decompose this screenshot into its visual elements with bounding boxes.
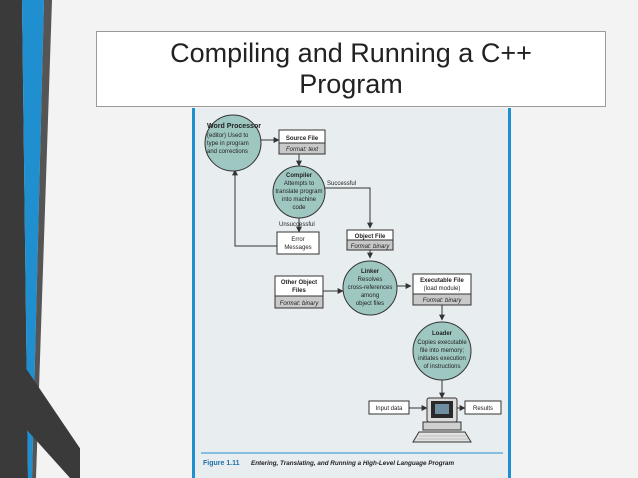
- loader-line-4: initiates execution: [418, 356, 466, 362]
- linker-line-2: Resolves: [358, 277, 383, 283]
- input-data-node: Input data: [368, 400, 410, 415]
- keyboard-icon: [412, 431, 472, 443]
- title-line-1: Compiling and Running a C++: [170, 38, 532, 68]
- computer-icon: [412, 397, 472, 443]
- object-file-format-band: [346, 239, 394, 251]
- unsuccessful-label: Unsuccessful: [279, 222, 315, 228]
- results-node: Results: [464, 400, 502, 415]
- compiler-line-4: into machine: [282, 197, 317, 203]
- object-file-format: Format: binary: [351, 244, 391, 250]
- loader-node: Loader Copies executable file into memor…: [412, 321, 472, 381]
- executable-file-subtitle: (load module): [424, 286, 461, 292]
- results-label: Results: [473, 406, 493, 412]
- stripe-gray: [32, 0, 52, 478]
- loader-title: Loader: [432, 331, 453, 337]
- wp-line-4: and corrections: [207, 149, 248, 155]
- stripe-corner: [0, 330, 80, 478]
- error-line-2: Messages: [284, 245, 311, 251]
- error-messages-node: Error Messages: [276, 231, 320, 255]
- object-file-node: Object File Format: binary: [346, 229, 394, 251]
- arrow-errors-to-wp: [232, 169, 277, 247]
- source-file-title: Source File: [286, 136, 319, 142]
- error-messages-box: [276, 231, 320, 255]
- stripe-blue: [22, 0, 44, 478]
- executable-file-format-band: [412, 293, 472, 306]
- wp-line-2: (editor) Used to: [207, 133, 249, 139]
- compiler-line-3: translate program: [275, 189, 322, 195]
- executable-file-title: Executable File: [420, 278, 464, 284]
- figure-caption-label: Figure 1.11: [203, 460, 240, 467]
- executable-file-node: Executable File (load module) Format: bi…: [412, 273, 472, 306]
- other-object-title-2: Files: [292, 288, 306, 294]
- error-line-1: Error: [291, 237, 304, 243]
- compiler-node: Compiler Attempts to translate program i…: [272, 165, 326, 219]
- word-processor-circle: [204, 114, 262, 172]
- arrow-compiler-to-object: [323, 187, 373, 229]
- word-processor-node: Word Processor (editor) Used to type in …: [204, 114, 262, 172]
- input-data-box: [368, 400, 410, 415]
- wp-title: Word Processor: [207, 123, 261, 130]
- diagram-canvas: Word Processor (editor) Used to type in …: [201, 114, 503, 467]
- compiler-line-5: code: [292, 205, 306, 211]
- loader-line-5: of instructions: [423, 364, 460, 370]
- linker-line-5: object files: [356, 301, 384, 307]
- loader-line-2: Copies executable: [417, 340, 467, 346]
- compiler-title: Compiler: [286, 173, 313, 179]
- slide-title: Compiling and Running a C++ Program: [96, 31, 606, 107]
- input-data-label: Input data: [376, 406, 403, 412]
- source-file-node: Source File Format: text: [278, 129, 326, 155]
- linker-node: Linker Resolves cross-references among o…: [342, 260, 398, 316]
- compiler-line-2: Attempts to: [284, 181, 315, 187]
- linker-circle: [342, 260, 398, 316]
- other-object-format: Format: binary: [280, 301, 320, 307]
- keyboard-keys-icon: [417, 435, 468, 440]
- screen-glow-icon: [435, 404, 449, 414]
- compiler-circle: [272, 165, 326, 219]
- linker-line-3: cross-references: [348, 285, 393, 291]
- compile-run-diagram: Word Processor (editor) Used to type in …: [192, 108, 511, 478]
- executable-file-format: Format: binary: [423, 298, 463, 304]
- results-box: [464, 400, 502, 415]
- other-object-title-1: Other Object: [281, 280, 317, 286]
- loader-circle: [412, 321, 472, 381]
- loader-line-3: file into memory;: [420, 348, 464, 354]
- cpu-base-icon: [422, 421, 462, 431]
- linker-line-4: among: [361, 293, 379, 299]
- source-file-format: Format: text: [286, 147, 318, 153]
- linker-title: Linker: [361, 269, 380, 275]
- object-file-title: Object File: [355, 234, 386, 240]
- source-file-format-band: [278, 142, 326, 155]
- title-line-2: Program: [299, 69, 403, 99]
- wp-line-3: type in program: [207, 141, 249, 147]
- figure-caption-text: Entering, Translating, and Running a Hig…: [251, 460, 455, 467]
- decorative-stripes: [0, 0, 80, 478]
- other-object-files-node: Other Object Files Format: binary: [274, 275, 324, 309]
- successful-label: Successful: [327, 181, 356, 187]
- other-object-files-format-band: [274, 295, 324, 309]
